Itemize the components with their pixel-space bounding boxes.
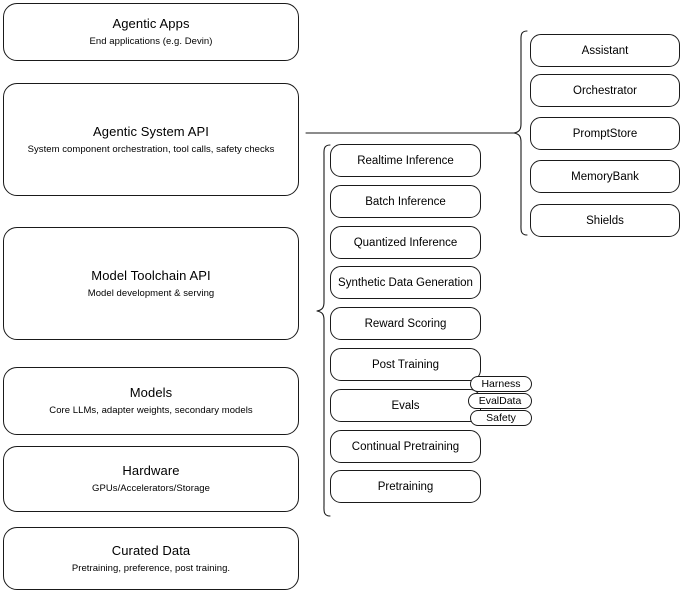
- capability-label-synthetic-data-generation: Synthetic Data Generation: [338, 276, 473, 289]
- component-box-orchestrator[interactable]: Orchestrator: [530, 74, 680, 107]
- capability-box-continual-pretraining[interactable]: Continual Pretraining: [330, 430, 481, 463]
- capability-box-pretraining[interactable]: Pretraining: [330, 470, 481, 503]
- layer-subtitle-agentic-apps: End applications (e.g. Devin): [89, 36, 213, 47]
- component-label-promptstore: PromptStore: [572, 127, 638, 140]
- layer-title-model-toolchain-api: Model Toolchain API: [91, 267, 211, 283]
- capability-label-reward-scoring: Reward Scoring: [364, 317, 447, 330]
- layer-title-hardware: Hardware: [122, 463, 180, 478]
- layer-title-agentic-apps: Agentic Apps: [112, 16, 190, 31]
- layer-title-curated-data: Curated Data: [111, 542, 191, 558]
- component-label-shields: Shields: [586, 214, 624, 227]
- capability-label-realtime-inference: Realtime Inference: [357, 154, 454, 167]
- capability-box-reward-scoring[interactable]: Reward Scoring: [330, 307, 481, 340]
- capability-label-quantized-inference: Quantized Inference: [353, 236, 458, 249]
- capability-box-quantized-inference[interactable]: Quantized Inference: [330, 226, 481, 259]
- layer-subtitle-curated-data: Pretraining, preference, post training.: [71, 562, 231, 574]
- layer-box-model-toolchain-api[interactable]: Model Toolchain API Model development & …: [3, 227, 299, 340]
- capability-label-batch-inference: Batch Inference: [365, 195, 446, 208]
- capability-box-evals[interactable]: Evals: [330, 389, 481, 422]
- evals-tag-safety[interactable]: Safety: [470, 410, 532, 426]
- component-label-memorybank: MemoryBank: [571, 170, 639, 183]
- component-box-shields[interactable]: Shields: [530, 204, 680, 237]
- capability-label-pretraining: Pretraining: [377, 480, 434, 493]
- right-brace: [513, 30, 528, 236]
- layer-box-agentic-apps[interactable]: Agentic Apps End applications (e.g. Devi…: [3, 3, 299, 61]
- component-box-assistant[interactable]: Assistant: [530, 34, 680, 67]
- capability-label-continual-pretraining: Continual Pretraining: [351, 440, 460, 453]
- evals-tag-label-harness: Harness: [481, 378, 521, 390]
- layer-box-agentic-system-api[interactable]: Agentic System API System component orch…: [3, 83, 299, 196]
- layer-subtitle-agentic-system-api: System component orchestration, tool cal…: [27, 143, 275, 155]
- capability-box-batch-inference[interactable]: Batch Inference: [330, 185, 481, 218]
- capability-label-post-training: Post Training: [371, 358, 440, 371]
- capability-label-evals: Evals: [391, 399, 420, 412]
- left-brace: [316, 144, 331, 517]
- capability-box-realtime-inference[interactable]: Realtime Inference: [330, 144, 481, 177]
- capability-box-synthetic-data-generation[interactable]: Synthetic Data Generation: [330, 266, 481, 299]
- evals-tag-label-safety: Safety: [486, 412, 516, 424]
- layer-subtitle-models: Core LLMs, adapter weights, secondary mo…: [49, 405, 253, 416]
- evals-tag-label-evaldata: EvalData: [478, 395, 522, 407]
- capability-box-post-training[interactable]: Post Training: [330, 348, 481, 381]
- layer-title-agentic-system-api: Agentic System API: [93, 123, 209, 139]
- layer-title-models: Models: [129, 385, 173, 400]
- evals-tag-harness[interactable]: Harness: [470, 376, 532, 392]
- component-box-promptstore[interactable]: PromptStore: [530, 117, 680, 150]
- component-label-orchestrator: Orchestrator: [573, 84, 637, 97]
- layer-box-models[interactable]: Models Core LLMs, adapter weights, secon…: [3, 367, 299, 435]
- component-label-assistant: Assistant: [581, 44, 629, 57]
- evals-tag-evaldata[interactable]: EvalData: [468, 393, 532, 409]
- layer-subtitle-model-toolchain-api: Model development & serving: [87, 287, 215, 299]
- layer-subtitle-hardware: GPUs/Accelerators/Storage: [92, 483, 210, 494]
- layer-box-curated-data[interactable]: Curated Data Pretraining, preference, po…: [3, 527, 299, 590]
- layer-box-hardware[interactable]: Hardware GPUs/Accelerators/Storage: [3, 446, 299, 512]
- component-box-memorybank[interactable]: MemoryBank: [530, 160, 680, 193]
